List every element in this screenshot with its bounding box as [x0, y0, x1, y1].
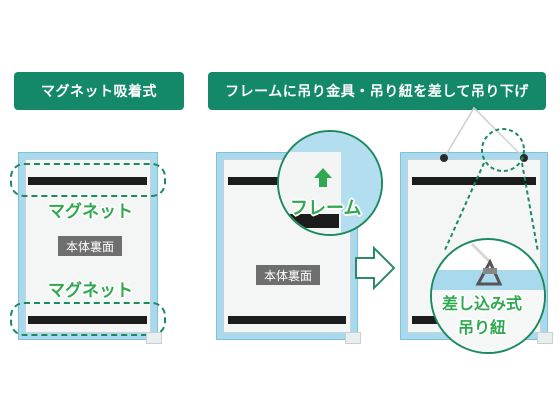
middle-strip-top [228, 177, 288, 185]
body-back-tag-left: 本体裏面 [58, 236, 122, 256]
frame-zoom-circle [277, 130, 383, 236]
zoom-line-right [521, 162, 539, 253]
zoom-hanger-frame [432, 270, 544, 290]
hanger-clip [483, 268, 497, 274]
arrow-up-icon [314, 168, 332, 178]
magnet-strip-top [28, 177, 147, 185]
banner-magnet-type: マグネット吸着式 [14, 72, 184, 110]
frame-corner-tab-middle [345, 332, 361, 344]
hanger-callout-line1: 差し込み式 [442, 294, 523, 313]
hook-highlight-circle [481, 128, 525, 172]
frame-callout-label: フレーム [290, 198, 362, 219]
zoom-hanger-board [432, 290, 544, 352]
highlight-magnet-bottom [10, 302, 166, 336]
arrow-up-stem [319, 178, 327, 187]
body-back-tag-middle: 本体裏面 [256, 265, 320, 285]
middle-strip-bottom [228, 316, 346, 324]
zoom-frame-right [341, 132, 381, 234]
zoom-line-left [443, 162, 485, 253]
magnet-label-top: マグネット [48, 202, 133, 222]
hanger-callout-line2: 吊り紐 [458, 318, 507, 337]
zoom-strip [279, 214, 339, 228]
hook-left-icon [440, 154, 448, 162]
right-strip-top [412, 177, 536, 185]
frame-corner-tab-left [146, 332, 162, 344]
magnet-strip-bottom [28, 316, 147, 324]
left-frame-panel [18, 152, 158, 340]
highlight-magnet-top [10, 163, 166, 197]
magnet-label-bottom: マグネット [48, 281, 133, 301]
banner-hanging-type: フレームに吊り金具・吊り紐を差して吊り下げ [208, 72, 546, 110]
hanger-cord [470, 242, 492, 264]
hanger-zoom-circle [430, 238, 546, 354]
hanging-string [443, 106, 525, 159]
